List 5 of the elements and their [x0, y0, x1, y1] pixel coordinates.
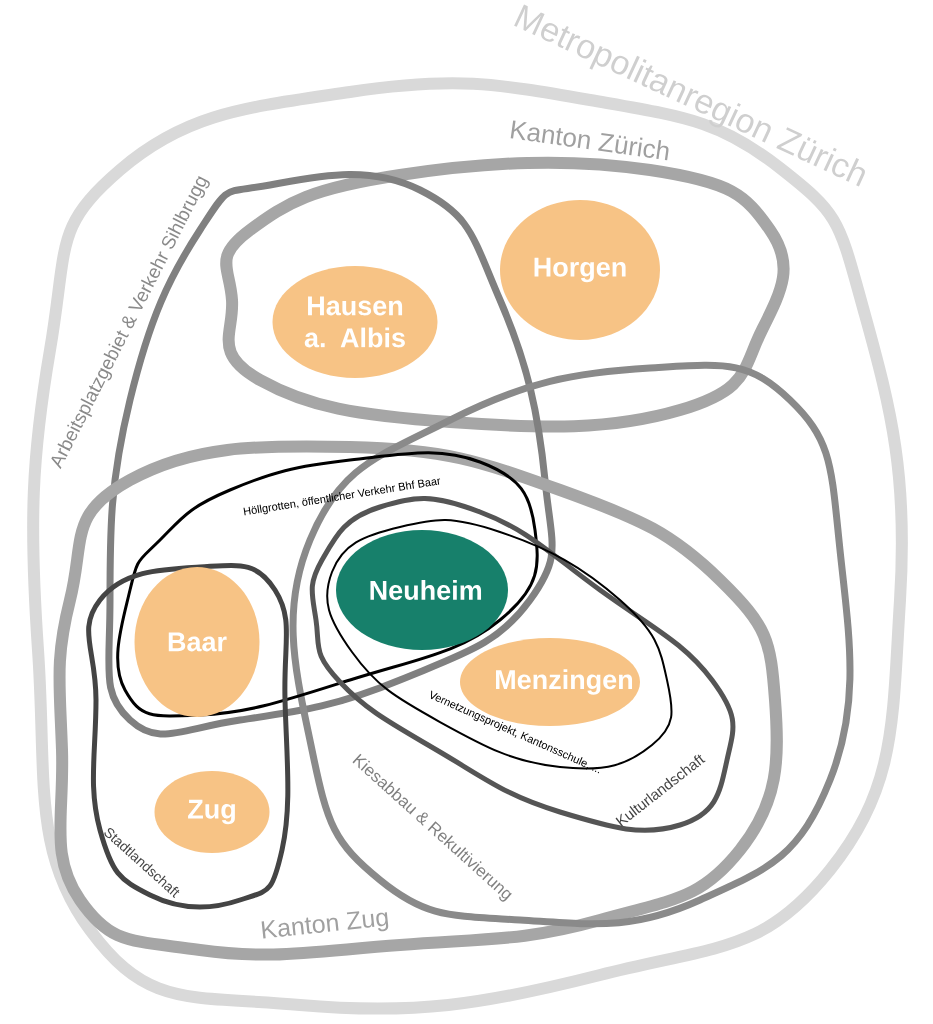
town-blob: Neuheim	[336, 530, 508, 650]
town-blob: Horgen	[500, 200, 660, 340]
town-blob: Hausen a. Albis	[272, 266, 438, 378]
town-blob: Baar	[134, 567, 260, 717]
town-blob: Zug	[154, 771, 270, 853]
